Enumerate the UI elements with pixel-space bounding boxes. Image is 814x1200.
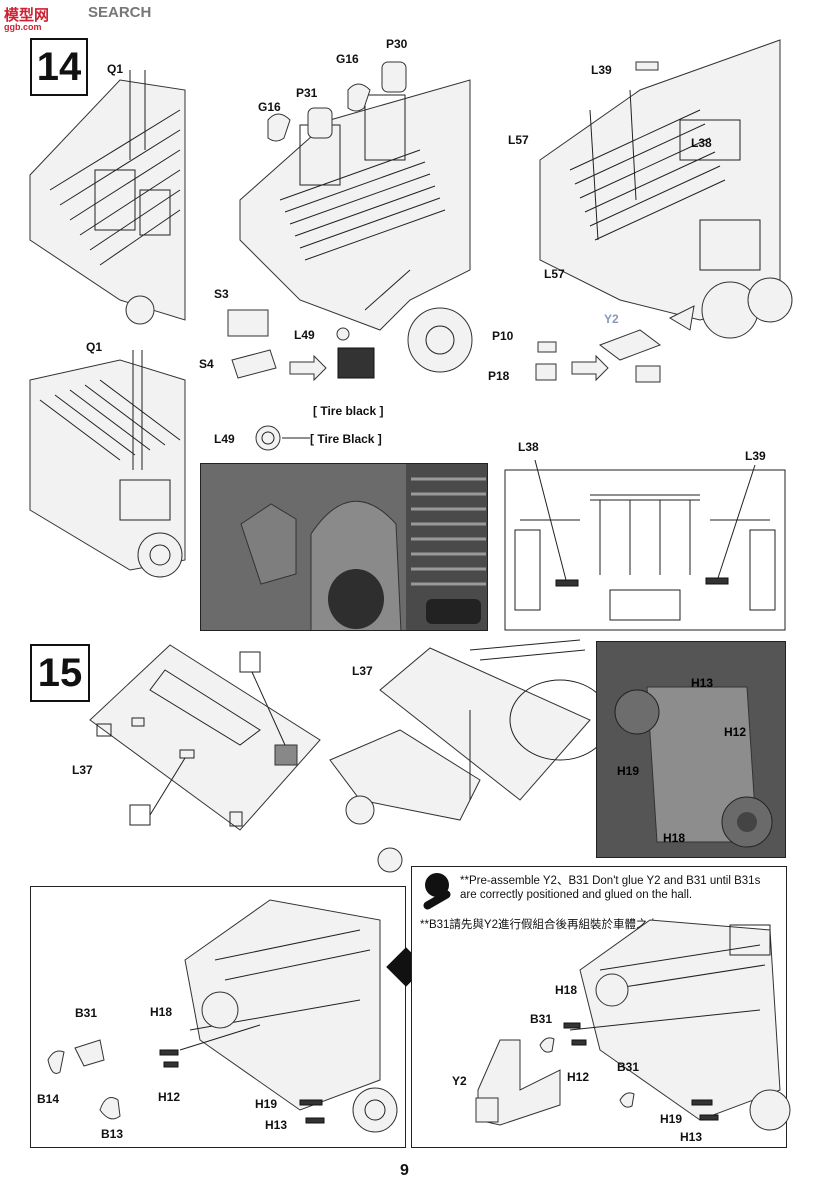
label-l37-a: L37: [72, 763, 93, 777]
label-b13: B13: [101, 1127, 124, 1141]
watermark-logo: 模型网: [4, 4, 49, 25]
label-b14: B14: [37, 1092, 60, 1106]
label-l49: L49: [294, 328, 315, 342]
label-l57-a: L57: [508, 133, 529, 147]
label-tire-black-b: [ Tire Black ]: [310, 432, 382, 446]
label-h12-right: H12: [567, 1070, 590, 1084]
note-chinese: **B31請先與Y2進行假組合後再組裝於車體之上。: [420, 919, 671, 931]
step-15-reference-photo: H13 H12 H19 H18: [596, 641, 786, 858]
label-l38-b: L38: [518, 440, 539, 454]
label-b31-right-a: B31: [530, 1012, 553, 1026]
label-l57-b: L57: [544, 267, 565, 281]
watermark-search: SEARCH: [88, 4, 152, 21]
label-h18-left: H18: [150, 1005, 173, 1019]
watermark-domain: ggb.com: [4, 22, 42, 32]
watermark-logo-text: 模型网: [4, 7, 50, 24]
label-g16-a: G16: [336, 52, 359, 66]
label-h18-photo: H18: [663, 831, 686, 845]
page-number: 9: [400, 1162, 409, 1179]
note-english: **Pre-assemble Y2、B31 Don't glue Y2 and …: [460, 875, 761, 901]
label-h19-right: H19: [660, 1112, 683, 1126]
label-b31-right-b: B31: [617, 1060, 640, 1074]
label-tire-black: [ Tire black ]: [313, 404, 384, 418]
label-l38: L38: [691, 136, 712, 150]
step-14-reference-photo: [200, 463, 488, 631]
label-h13-photo: H13: [691, 676, 714, 690]
label-p30: P30: [386, 37, 408, 51]
label-l49-b: L49: [214, 432, 235, 446]
label-l37-b: L37: [352, 664, 373, 678]
step-15-number: 15: [30, 644, 90, 702]
label-p10: P10: [492, 329, 514, 343]
label-y2-right: Y2: [452, 1074, 467, 1088]
label-h19-left: H19: [255, 1097, 278, 1111]
label-l39: L39: [591, 63, 612, 77]
step-14-number: 14: [30, 38, 88, 96]
label-l39-b: L39: [745, 449, 766, 463]
label-h13-right: H13: [680, 1130, 703, 1144]
label-h13-left: H13: [265, 1118, 288, 1132]
label-s3: S3: [214, 287, 229, 301]
label-p31: P31: [296, 86, 318, 100]
label-h12-photo: H12: [724, 725, 747, 739]
label-g16-b: G16: [258, 100, 281, 114]
label-h18-right: H18: [555, 983, 578, 997]
label-b31-left: B31: [75, 1006, 98, 1020]
label-s4: S4: [199, 357, 214, 371]
label-q1-top: Q1: [107, 62, 124, 76]
label-h19-photo: H19: [617, 764, 640, 778]
label-p18: P18: [488, 369, 510, 383]
label-h12-left: H12: [158, 1090, 181, 1104]
label-y2: Y2: [604, 312, 619, 326]
label-q1-lower: Q1: [86, 340, 103, 354]
